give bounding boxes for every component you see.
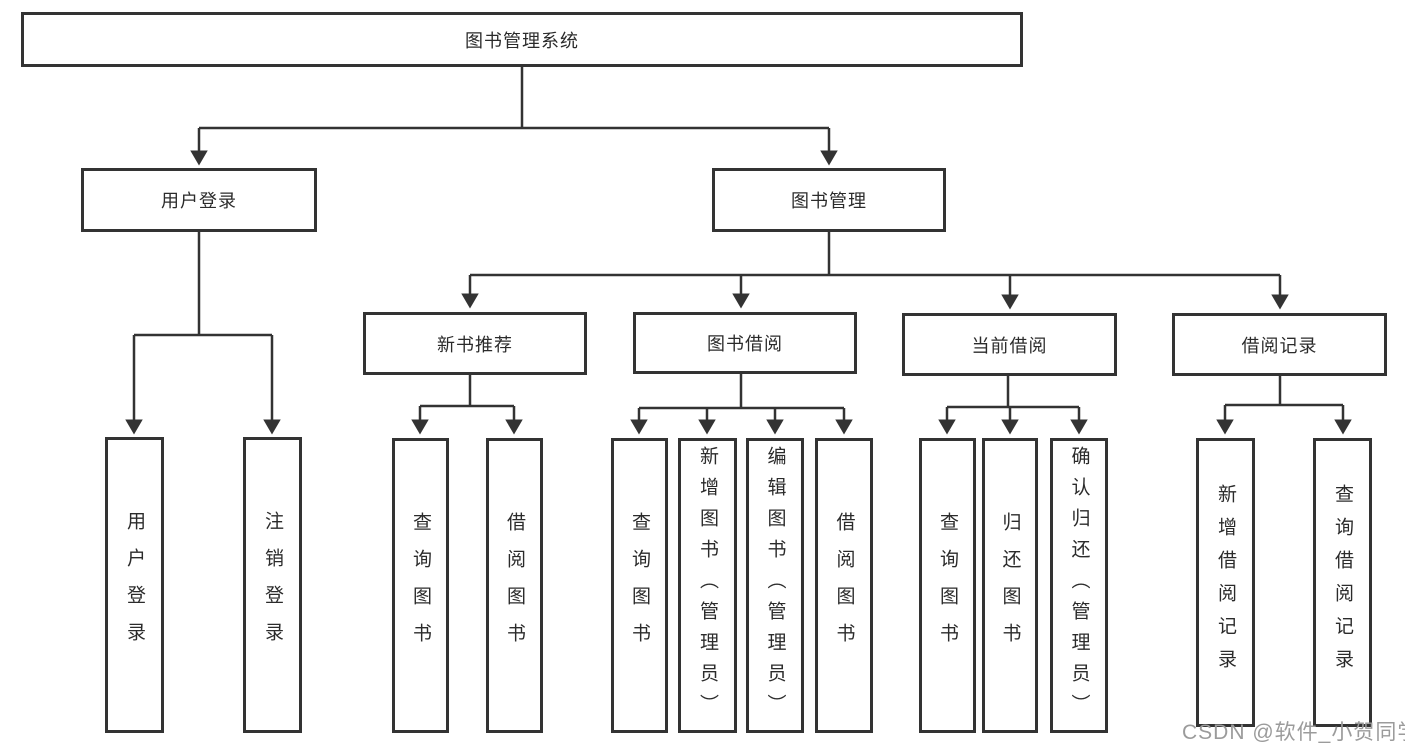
node-root-system: 图书管理系统 (21, 12, 1023, 67)
leaf-confirm-return-admin-label: 确认归还（管理员） (1068, 446, 1090, 725)
leaf-query-books-borrow-label: 查询图书 (629, 511, 650, 660)
node-current-borrow: 当前借阅 (902, 313, 1117, 376)
leaf-logout: 注销登录 (243, 437, 302, 733)
leaf-query-borrow-record: 查询借阅记录 (1313, 438, 1372, 727)
node-book-management-label: 图书管理 (791, 191, 867, 211)
node-user-login: 用户登录 (81, 168, 317, 232)
node-new-book-recommend: 新书推荐 (363, 312, 587, 375)
leaf-edit-books-admin: 编辑图书（管理员） (746, 438, 804, 733)
node-current-borrow-label: 当前借阅 (971, 335, 1048, 356)
leaf-borrow-books-label: 借阅图书 (833, 511, 855, 660)
node-borrow-records: 借阅记录 (1172, 313, 1387, 376)
leaf-borrow-books-recommend-label: 借阅图书 (504, 511, 525, 660)
leaf-query-books-current-label: 查询图书 (937, 511, 958, 660)
leaf-return-books: 归还图书 (982, 438, 1038, 733)
leaf-borrow-books-recommend: 借阅图书 (486, 438, 543, 733)
leaf-logout-label: 注销登录 (262, 511, 283, 659)
csdn-watermark: CSDN @软件_小贺同学 (1182, 721, 1405, 744)
leaf-return-books-label: 归还图书 (999, 511, 1021, 660)
leaf-query-borrow-record-label: 查询借阅记录 (1332, 483, 1353, 682)
leaf-user-login: 用户登录 (105, 437, 164, 733)
leaf-query-books-recommend: 查询图书 (392, 438, 449, 733)
node-new-book-recommend-label: 新书推荐 (437, 334, 513, 355)
node-book-management: 图书管理 (712, 168, 946, 232)
node-root-label: 图书管理系统 (465, 30, 579, 51)
leaf-confirm-return-admin: 确认归还（管理员） (1050, 438, 1108, 733)
leaf-add-borrow-record: 新增借阅记录 (1196, 438, 1255, 727)
leaf-edit-books-admin-label: 编辑图书（管理员） (764, 446, 786, 725)
node-book-borrow: 图书借阅 (633, 312, 857, 374)
leaf-query-books-borrow: 查询图书 (611, 438, 668, 733)
leaf-add-books-admin: 新增图书（管理员） (678, 438, 737, 733)
leaf-add-borrow-record-label: 新增借阅记录 (1215, 483, 1236, 682)
node-user-login-label: 用户登录 (161, 191, 237, 211)
leaf-borrow-books: 借阅图书 (815, 438, 873, 733)
leaf-query-books-current: 查询图书 (919, 438, 976, 733)
leaf-user-login-label: 用户登录 (124, 511, 145, 659)
node-borrow-records-label: 借阅记录 (1241, 335, 1318, 356)
node-book-borrow-label: 图书借阅 (707, 334, 783, 354)
leaf-add-books-admin-label: 新增图书（管理员） (697, 446, 718, 725)
leaf-query-books-recommend-label: 查询图书 (410, 511, 431, 660)
